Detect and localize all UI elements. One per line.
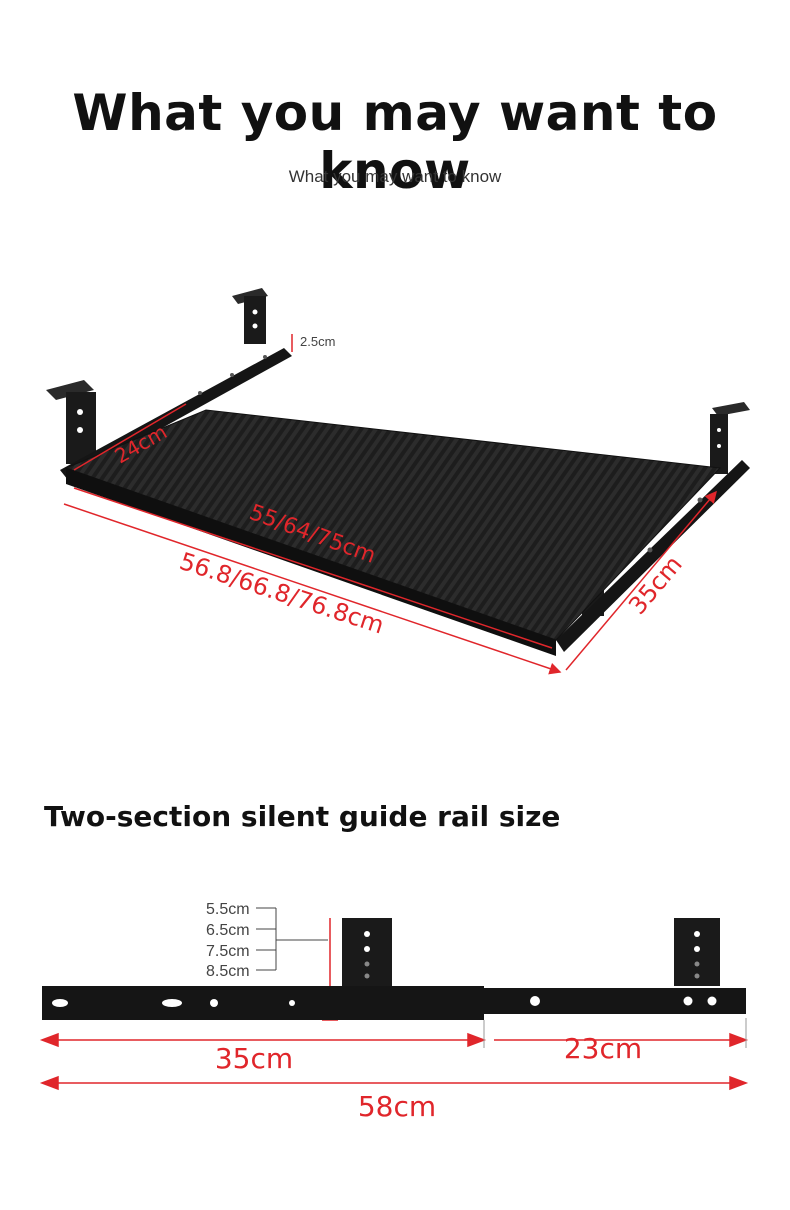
rail-section-title: Two-section silent guide rail size — [44, 800, 561, 833]
page-subtitle: What you may want to know — [288, 167, 502, 186]
extension-length-label: 23cm — [564, 1032, 642, 1065]
height-option-3: 7.5cm — [206, 943, 250, 960]
keyboard-tray-illustration: 2.5cm 24cm 55/64/75cm 56.8/66.8/76.8cm 3… — [46, 288, 750, 675]
height-bracket-lines — [256, 907, 328, 971]
rail-length-line — [565, 490, 717, 671]
back-right-bracket — [710, 402, 750, 474]
fixed-length-label: 35cm — [215, 1042, 293, 1075]
right-rail — [556, 460, 750, 652]
total-width-line — [63, 503, 562, 675]
panel-width-line — [73, 487, 553, 649]
back-left-bracket — [232, 288, 268, 344]
depth-line — [73, 403, 187, 471]
bracket-height-label: 2.5cm — [300, 334, 335, 349]
extension-rail-section — [484, 988, 746, 1014]
front-left-bracket — [46, 380, 96, 464]
fixed-rail-section — [42, 986, 484, 1020]
height-option-4: 8.5cm — [206, 963, 250, 980]
height-option-1: 5.5cm — [206, 901, 250, 918]
rail-dimension-arrows — [39, 1032, 749, 1091]
total-length-label: 58cm — [358, 1090, 436, 1123]
height-option-2: 6.5cm — [206, 922, 250, 939]
page-title: What you may want to know — [72, 84, 718, 200]
